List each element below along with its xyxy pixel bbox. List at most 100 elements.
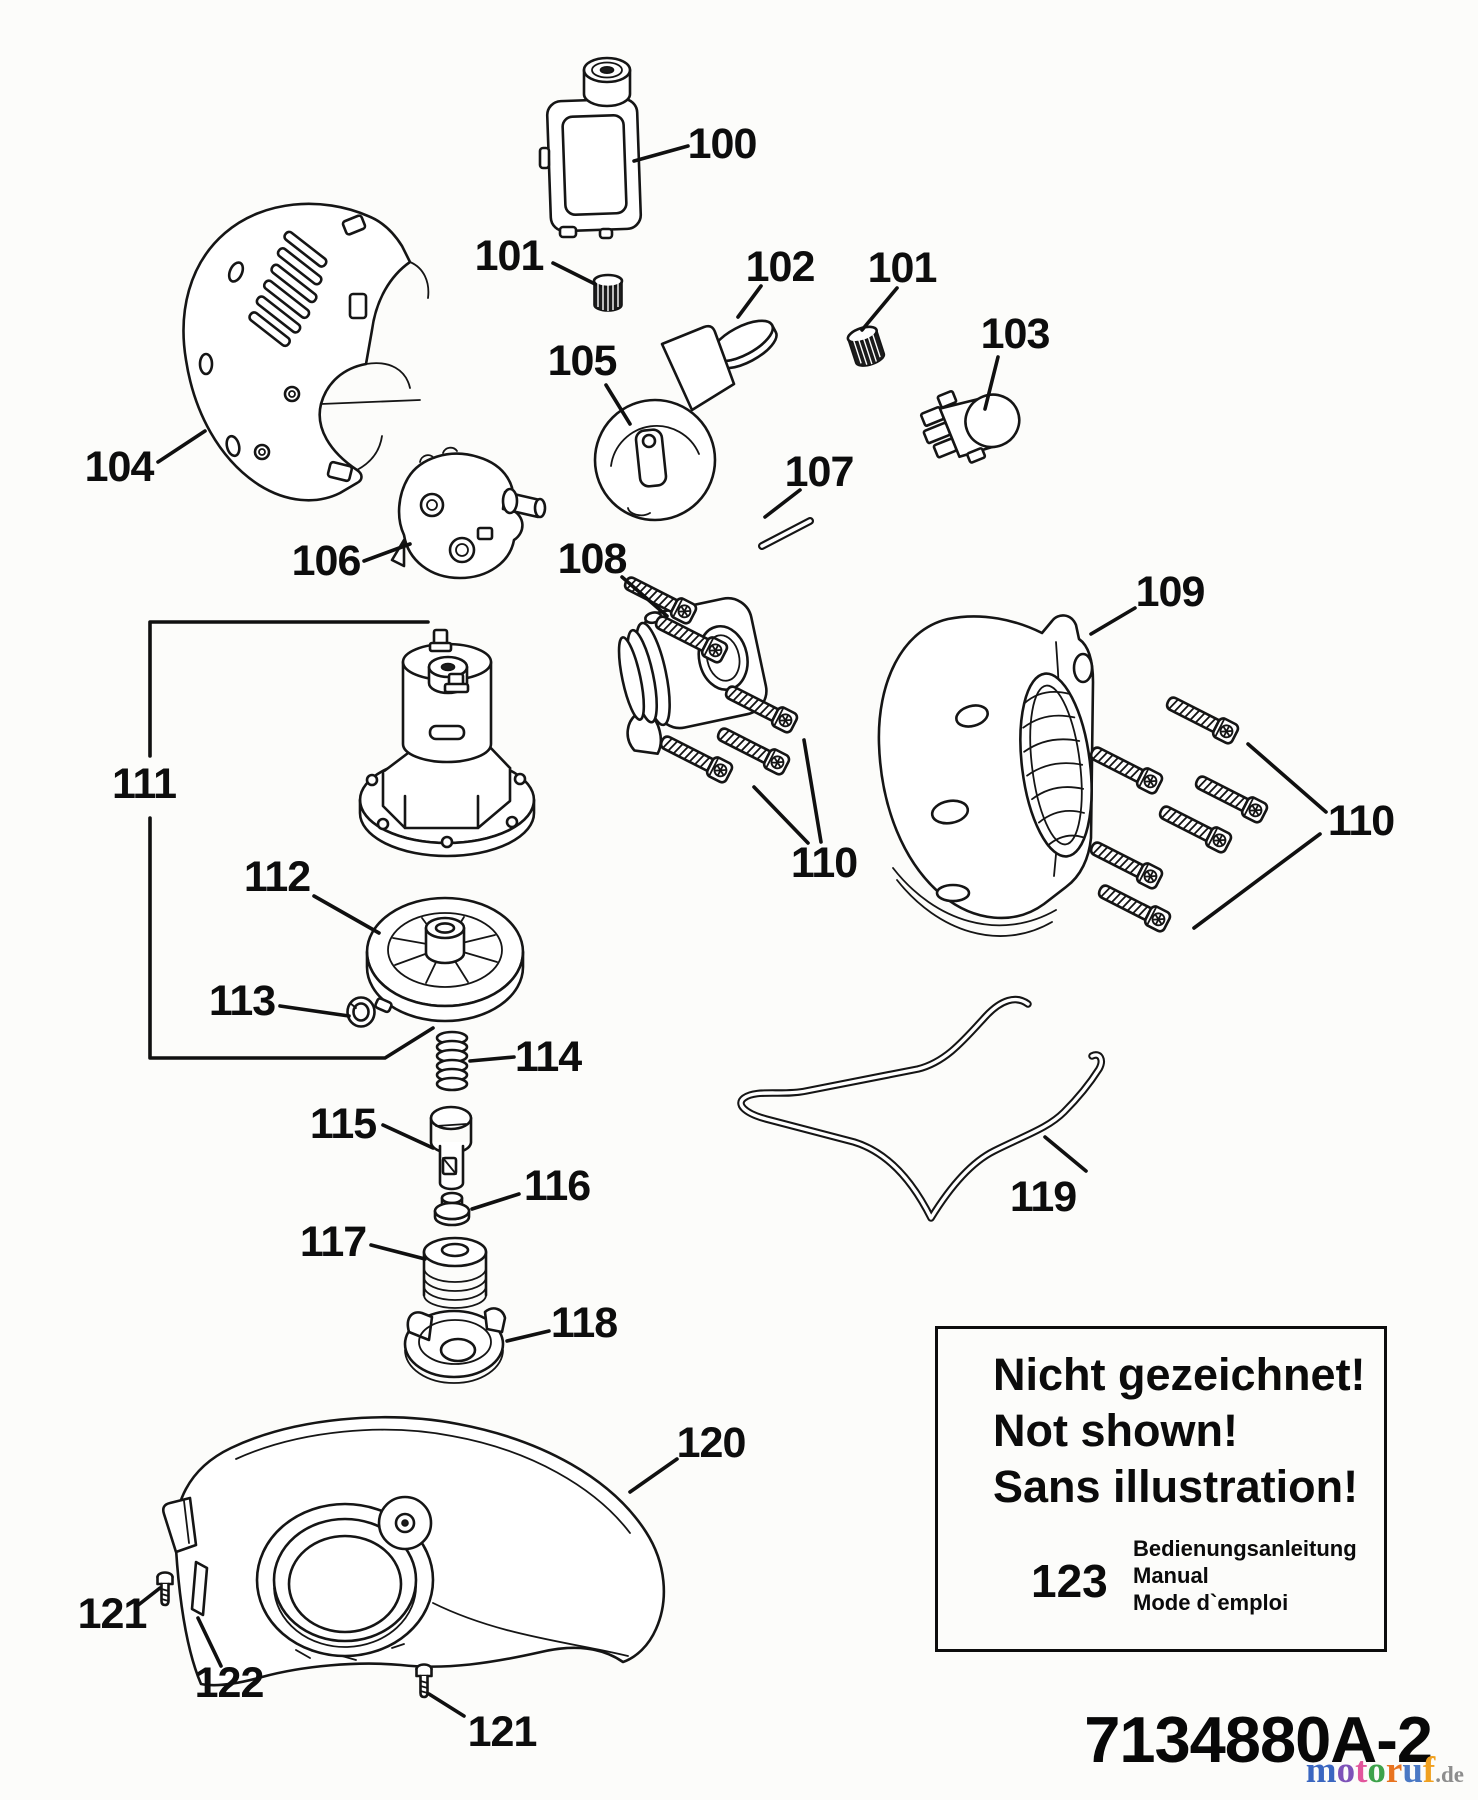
motoruf-letter: o: [1367, 1750, 1386, 1791]
callout-111: 111: [112, 760, 176, 808]
callout-115: 115: [310, 1100, 376, 1148]
leader-110b-1: [1192, 832, 1322, 930]
note-line-en: Not shown!: [993, 1405, 1238, 1456]
part-113-bushing: [346, 996, 376, 1028]
part-112-fan-rotor: [365, 896, 525, 1023]
leader-104: [156, 429, 207, 464]
note-item-desc-de: Bedienungsanleitung: [1133, 1536, 1357, 1561]
diagram-part-number: 7134880A-2: [1084, 1703, 1433, 1776]
leader-109: [1089, 606, 1137, 636]
leader-102: [736, 284, 763, 319]
part-114-spring: [435, 1030, 469, 1092]
part-118-spool-retainer: [403, 1307, 507, 1384]
note-line-de: Nicht gezeichnet!: [993, 1349, 1366, 1400]
note-item-number: 123: [1031, 1555, 1108, 1607]
callout-114: 114: [515, 1033, 582, 1081]
leader-110a-1: [752, 785, 810, 845]
screws-110-right: [1086, 690, 1270, 935]
part-122-label-plate: [190, 1560, 209, 1617]
part-106-gear-housing: [390, 446, 547, 580]
part-116-nut: [433, 1191, 471, 1227]
callout-121b: 121: [468, 1708, 537, 1756]
callout-104: 104: [85, 443, 155, 491]
part-101-knurled-insert-right: [846, 325, 886, 367]
callout-121a: 121: [78, 1590, 147, 1638]
part-102-cap: [709, 319, 778, 370]
bracket-111: [148, 620, 435, 1060]
leader-121b: [427, 1692, 466, 1718]
callout-119: 119: [1010, 1173, 1076, 1221]
leader-108: [620, 575, 669, 618]
part-109-motor-housing: [877, 614, 1095, 937]
motoruf-domain-suffix: .de: [1435, 1762, 1464, 1787]
callout-102: 102: [746, 243, 815, 291]
callout-122: 122: [195, 1659, 264, 1707]
leader-101a: [551, 261, 597, 286]
leader-122: [196, 1616, 223, 1668]
callout-107: 107: [785, 448, 854, 496]
part-119-wire-guard: [737, 995, 1105, 1222]
callout-117: 117: [300, 1218, 366, 1266]
part-101-knurled-insert-left: [592, 273, 624, 312]
part-100-guide-frame: [538, 56, 643, 240]
callout-109: 109: [1136, 568, 1205, 616]
callout-116: 116: [524, 1162, 590, 1210]
callout-110b: 110: [1328, 797, 1394, 845]
motoruf-letter: o: [1336, 1750, 1356, 1791]
motoruf-wordmark: motoruf: [1306, 1750, 1436, 1791]
leader-115: [381, 1123, 435, 1150]
callout-103: 103: [981, 310, 1050, 358]
leader-113: [278, 1004, 351, 1018]
note-item-desc-fr: Mode d`emploi: [1133, 1590, 1289, 1615]
leader-100: [632, 144, 690, 163]
motoruf-letter: t: [1355, 1750, 1368, 1791]
callout-110a: 110: [791, 839, 857, 887]
motoruf-letter: f: [1422, 1750, 1436, 1791]
part-105-swivel-housing: [593, 324, 736, 522]
note-item-desc-en: Manual: [1133, 1563, 1209, 1588]
part-115-drive-post: [429, 1105, 473, 1191]
callout-105: 105: [548, 337, 617, 385]
leader-112: [312, 894, 381, 935]
leader-117: [369, 1243, 427, 1261]
leader-101b: [860, 286, 899, 332]
callout-113: 113: [209, 977, 275, 1025]
note-item-descriptions: Bedienungsanleitung Manual Mode d`emploi: [1133, 1535, 1357, 1616]
leader-105: [604, 383, 632, 426]
callout-120: 120: [677, 1419, 746, 1467]
part-111-motor: [358, 628, 536, 858]
leader-116: [470, 1192, 521, 1211]
callout-118: 118: [551, 1299, 617, 1347]
note-line-fr: Sans illustration!: [993, 1461, 1359, 1512]
callout-layer: 100 101 102 101 103 104 105 106 107 108 109 110 110 1…: [78, 120, 1396, 1756]
callout-101a: 101: [475, 232, 544, 280]
part-107-pin: [758, 517, 814, 550]
not-shown-note-box: Nicht gezeichnet! Not shown! Sans illust…: [935, 1326, 1387, 1652]
leader-110a: [802, 738, 823, 844]
motoruf-letter: r: [1385, 1750, 1403, 1791]
leader-110b: [1246, 742, 1328, 814]
leader-118: [505, 1329, 551, 1343]
part-104-housing-half: [182, 202, 430, 502]
leader-120: [628, 1457, 679, 1494]
callout-112: 112: [244, 853, 310, 901]
motoruf-letter: u: [1402, 1750, 1423, 1791]
leader-119: [1043, 1135, 1088, 1173]
callout-101b: 101: [868, 244, 937, 292]
callout-108: 108: [558, 535, 627, 583]
leader-106: [362, 542, 412, 563]
part-117-spool-pulley: [422, 1236, 488, 1309]
part-103-switch: [919, 389, 1021, 464]
leader-107: [763, 488, 802, 519]
motoruf-watermark: motoruf.de: [1306, 1752, 1464, 1793]
leader-114: [468, 1055, 516, 1063]
leader-121a: [135, 1586, 162, 1608]
note-headline: Nicht gezeichnet! Not shown! Sans illust…: [993, 1347, 1366, 1515]
callout-100: 100: [688, 120, 757, 168]
leader-103: [983, 355, 1000, 411]
screw-121-right: [415, 1663, 433, 1699]
callout-106: 106: [292, 537, 361, 585]
motoruf-letter: m: [1305, 1750, 1337, 1791]
